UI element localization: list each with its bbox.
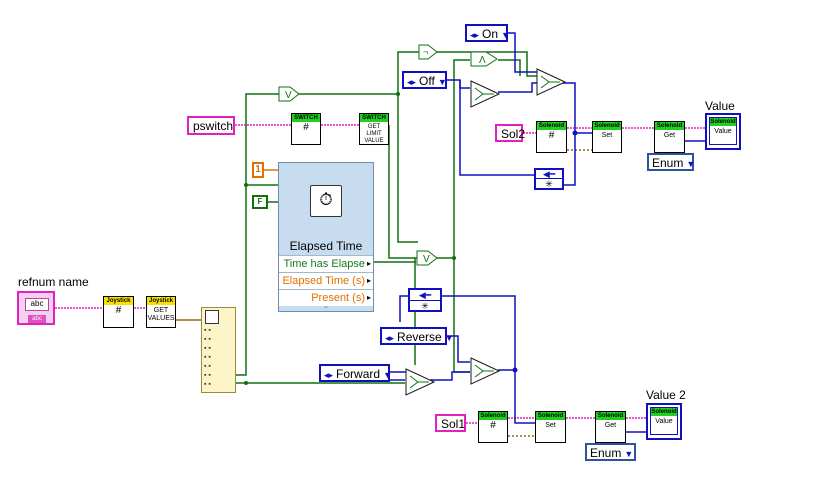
svg-text:¬: ¬: [423, 47, 428, 57]
enum-indicator-bottom[interactable]: Enum▼: [585, 443, 636, 461]
bool-wire: [298, 51, 420, 95]
enum-wire: [390, 371, 408, 381]
select-node-top-right[interactable]: [536, 68, 566, 96]
bool-wire: [498, 59, 521, 76]
value-indicator[interactable]: Solenoid Value: [705, 113, 741, 150]
select-node-top-mid[interactable]: [470, 80, 500, 108]
enum-wire: [564, 128, 576, 186]
abc-small-icon: abc: [28, 315, 46, 323]
value-label: Value: [705, 99, 735, 113]
sol2-constant[interactable]: Sol2: [495, 124, 525, 142]
refnum-name-control[interactable]: abc abc: [17, 291, 55, 325]
enum-wire: [514, 370, 535, 424]
enum-forward-constant[interactable]: ◂▸Forward▼: [319, 364, 392, 382]
select-node-bottom-left[interactable]: [405, 368, 435, 396]
bool-wire: [453, 258, 470, 373]
refnum-name-label: refnum name: [18, 275, 89, 289]
sol2-refnum-node[interactable]: Solenoid #: [536, 121, 567, 153]
enum-reverse-constant[interactable]: ◂▸Reverse▼: [380, 327, 454, 345]
svg-text:V: V: [423, 254, 430, 265]
switch-get-limit-node[interactable]: SWITCH GET LIMIT VALUE: [359, 113, 389, 145]
and-gate[interactable]: Λ: [470, 51, 498, 67]
sol1-set-node[interactable]: Solenoid Set: [535, 411, 566, 443]
enum-wire: [430, 371, 470, 381]
joystick-refnum-node[interactable]: Joystick #: [103, 296, 134, 328]
pswitch-constant[interactable]: pswitch: [187, 116, 235, 135]
cluster-elements: ▪ ▪▪ ▪▪ ▪▪ ▪▪ ▪▪ ▪▪ ▪: [204, 327, 211, 388]
not-gate[interactable]: ¬: [418, 44, 438, 60]
present-output[interactable]: Present (s)▸: [279, 289, 373, 306]
or-gate-middle[interactable]: V: [416, 250, 438, 266]
time-has-elapsed-output[interactable]: Time has Elapse▸: [279, 255, 373, 272]
elapsed-time-vi[interactable]: ⏱ Elapsed Time Time has Elapse▸ Elapsed …: [278, 162, 374, 312]
numeric-constant-one[interactable]: 1: [252, 162, 264, 178]
select-node-bottom-mid[interactable]: [470, 357, 500, 385]
boolean-false-constant[interactable]: F: [252, 195, 268, 209]
cluster-grid-icon: [205, 310, 219, 324]
enum-wire: [447, 79, 470, 89]
value2-label: Value 2: [646, 388, 686, 402]
sol2-get-node[interactable]: Solenoid Get: [654, 121, 685, 153]
sol1-get-node[interactable]: Solenoid Get: [595, 411, 626, 443]
bool-wire: [388, 125, 418, 259]
or-gate-top-left[interactable]: V: [278, 86, 300, 102]
enum-on-constant[interactable]: ◂▸On▼: [465, 24, 510, 42]
unbundle-cluster-node[interactable]: ▪ ▪▪ ▪▪ ▪▪ ▪▪ ▪▪ ▪▪ ▪: [201, 307, 236, 393]
enum-off-constant[interactable]: ◂▸Off▼: [402, 71, 447, 89]
expand-chevron-icon[interactable]: ⌄: [322, 301, 330, 310]
elapsed-time-output[interactable]: Elapsed Time (s)▸: [279, 272, 373, 289]
svg-text:Λ: Λ: [479, 55, 486, 66]
bool-wire: [437, 59, 470, 259]
enum-wire: [508, 32, 538, 73]
elapsed-time-title: Elapsed Time: [289, 239, 363, 253]
bool-wire: [397, 94, 418, 243]
enum-wire: [447, 335, 470, 363]
enum-wire: [399, 295, 516, 371]
bool-wire: [236, 93, 280, 376]
abc-icon: abc: [25, 298, 49, 311]
enum-indicator-top[interactable]: Enum▼: [647, 153, 695, 171]
joystick-get-values-node[interactable]: Joystick GET VALUES: [146, 296, 176, 328]
array-constant-bottom[interactable]: ◀━ ✳: [408, 288, 442, 312]
svg-text:V: V: [285, 90, 292, 101]
value2-indicator[interactable]: Solenoid Value: [646, 403, 682, 440]
sol1-refnum-node[interactable]: Solenoid #: [478, 411, 508, 443]
enum-wire: [459, 80, 534, 176]
switch-refnum-node[interactable]: SWITCH #: [291, 113, 321, 145]
sol2-set-node[interactable]: Solenoid Set: [592, 121, 622, 153]
array-constant-top[interactable]: ◀━ ✳: [534, 168, 564, 190]
sol1-constant[interactable]: Sol1: [435, 414, 466, 432]
stopwatch-icon: ⏱: [310, 185, 342, 217]
